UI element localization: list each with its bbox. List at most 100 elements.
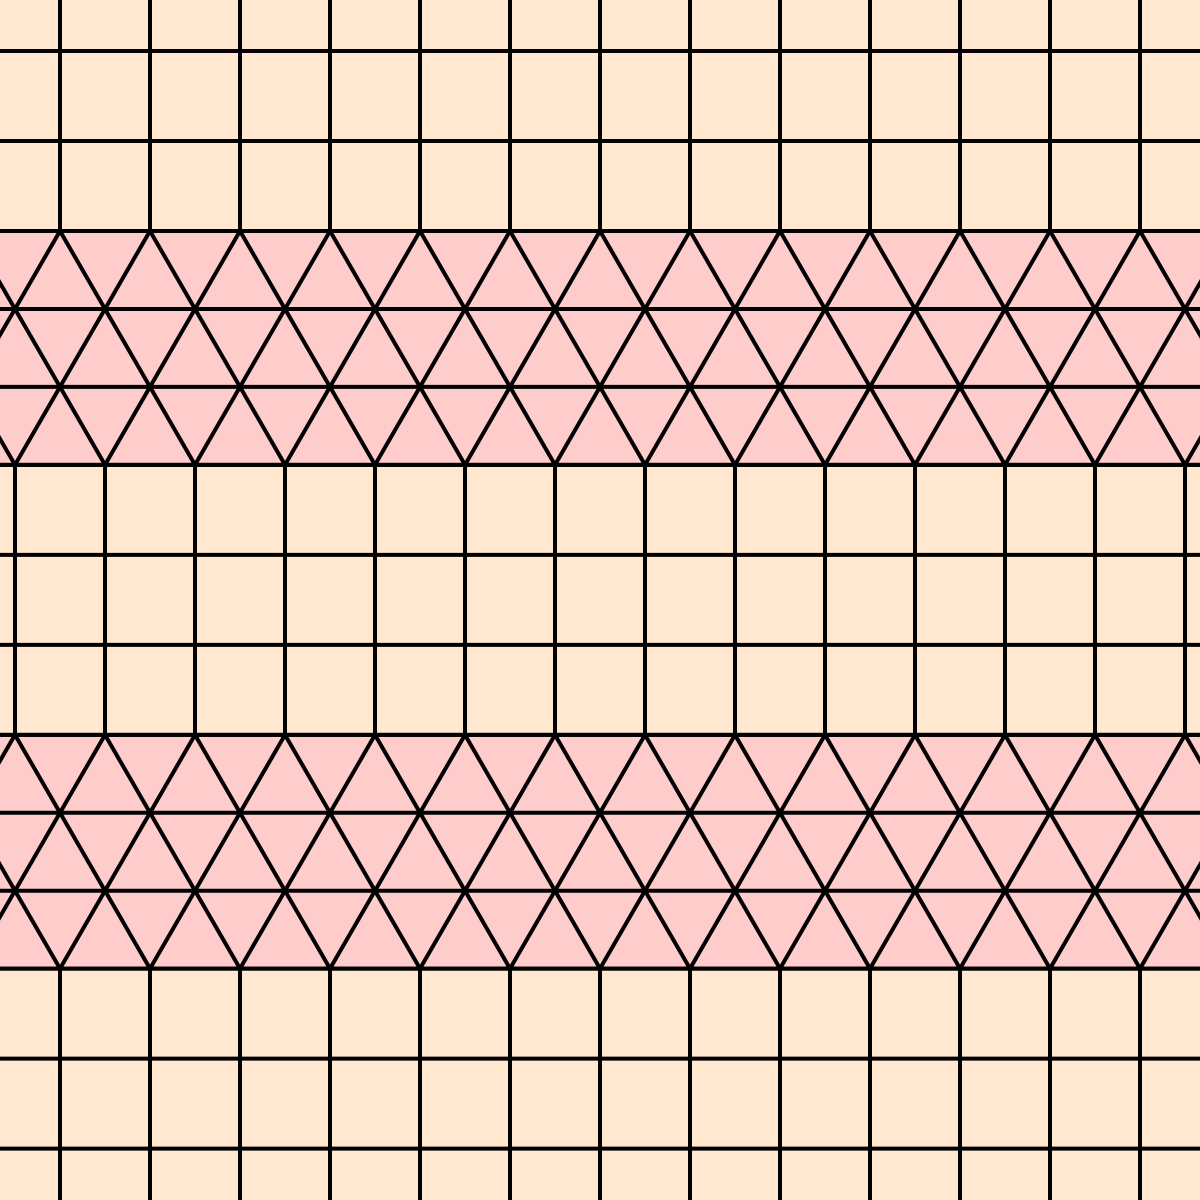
triangle-slant-edge [148,733,197,814]
triangle-slant-edge [643,733,692,814]
triangle-slant-edge [373,811,422,892]
triangle-slant-edge [508,230,557,310]
triangle-slant-edge [418,733,467,814]
triangle-slant-edge [1048,811,1097,892]
triangle-slant-edge [913,733,962,814]
triangle-slant-edge [643,307,692,388]
triangle-slant-edge [688,307,737,388]
triangle-slant-edge [13,889,62,970]
triangle-slant-edge [1183,860,1200,892]
triangle-slant-edge [958,733,1007,814]
triangle-slant-edge [688,889,737,970]
triangle-slant-edge [643,811,692,892]
triangle-slant-edge [418,889,467,970]
triangle-slant-edge [913,307,962,388]
triangle-slant-edge [1138,889,1187,970]
triangle-slant-edge [733,733,782,814]
triangle-slant-edge [13,385,62,466]
triangle-slant-edge [1003,811,1052,892]
triangle-slant-edge [1183,434,1200,466]
triangle-slant-edge [553,733,602,814]
triangle-slant-edge [328,307,377,388]
triangle-slant-edge [958,230,1007,310]
triangle-slant-edge [0,278,17,310]
triangle-slant-edge [778,889,827,970]
triangle-slant-edge [13,811,62,892]
triangle-slant-edge [238,811,287,892]
triangle-slant-edge [13,307,62,388]
triangle-slant-edge [463,811,512,892]
triangle-slant-edge [283,889,332,970]
triangle-slant-edge [508,733,557,814]
triangle-slant-edge [103,811,152,892]
triangle-slant-edge [553,307,602,388]
triangle-slant-edge [823,889,872,970]
triangle-slant-edge [328,889,377,970]
triangle-slant-edge [328,230,377,310]
triangle-slant-edge [868,889,917,970]
triangle-slant-edge [688,385,737,466]
triangle-slant-edge [103,385,152,466]
triangle-slant-edge [418,385,467,466]
triangle-slant-edge [958,811,1007,892]
triangle-slant-edge [823,385,872,466]
triangle-slant-edge [58,385,107,466]
triangle-slant-edge [1093,230,1142,310]
triangle-slant-edge [238,889,287,970]
square-band-fill [0,464,1200,735]
triangle-slant-edge [463,889,512,970]
triangle-slant-edge [328,385,377,466]
triangle-slant-edge [913,889,962,970]
triangle-slant-edge [238,733,287,814]
triangle-slant-edge [238,307,287,388]
triangle-slant-edge [373,307,422,388]
triangle-slant-edge [58,889,107,970]
triangle-slant-edge [13,230,62,310]
triangle-slant-edge [193,811,242,892]
triangle-slant-edge [868,385,917,466]
triangle-slant-edge [958,889,1007,970]
triangle-slant-edge [508,889,557,970]
triangle-slant-edge [913,385,962,466]
triangle-band-fill [0,231,1200,465]
triangle-slant-edge [553,889,602,970]
triangle-slant-edge [958,307,1007,388]
triangle-slant-edge [1138,811,1187,892]
triangle-slant-edge [508,811,557,892]
triangle-slant-edge [418,307,467,388]
triangle-slant-edge [373,385,422,466]
triangle-slant-edge [193,733,242,814]
triangle-slant-edge [508,307,557,388]
triangle-slant-edge [148,307,197,388]
triangle-slant-edge [778,811,827,892]
triangle-slant-edge [103,889,152,970]
triangle-band-fill [0,734,1200,969]
triangle-slant-edge [868,733,917,814]
triangle-slant-edge [1138,733,1187,814]
triangle-slant-edge [598,385,647,466]
triangle-slant-edge [598,733,647,814]
triangle-slant-edge [598,889,647,970]
triangle-slant-edge [373,733,422,814]
triangle-slant-edge [778,230,827,310]
triangle-slant-edge [283,307,332,388]
triangle-slant-edge [1048,307,1097,388]
triangle-slant-edge [328,733,377,814]
triangle-slant-edge [598,307,647,388]
triangle-slant-edge [193,230,242,310]
triangle-slant-edge [0,860,17,892]
triangle-slant-edge [1093,733,1142,814]
triangle-slant-edge [1048,733,1097,814]
triangle-slant-edge [193,385,242,466]
triangle-slant-edge [1093,889,1142,970]
triangle-slant-edge [823,733,872,814]
triangle-slant-edge [58,307,107,388]
triangle-slant-edge [733,889,782,970]
triangle-slant-edge [463,733,512,814]
triangle-slant-edge [418,230,467,310]
triangle-slant-edge [823,230,872,310]
triangle-slant-edge [688,811,737,892]
triangle-slant-edge [193,889,242,970]
triangle-slant-edge [328,811,377,892]
triangle-slant-edge [103,230,152,310]
